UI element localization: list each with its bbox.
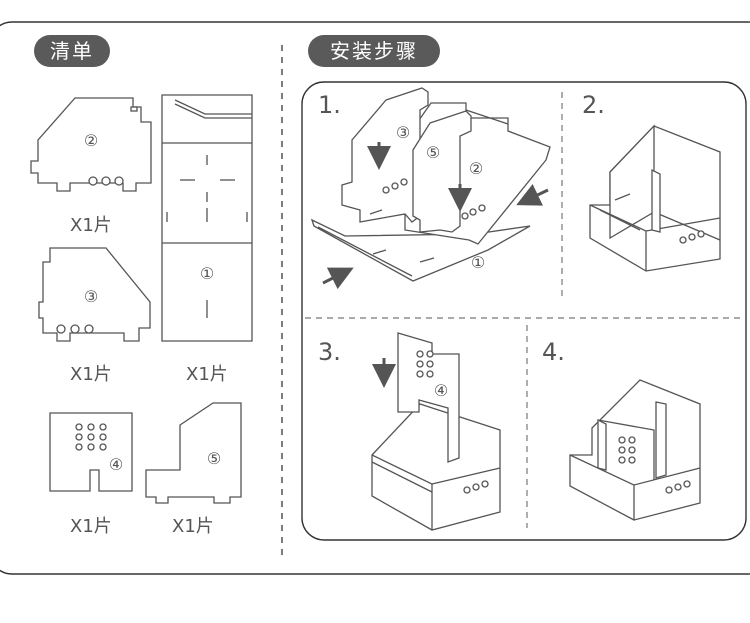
step-1-arrow-right — [516, 184, 549, 206]
part-4-quantity: X1片 — [70, 516, 112, 537]
step-1-arrow-left — [322, 267, 354, 290]
step-1-callout-3: ③ — [396, 123, 410, 142]
steps-section-title: 安装步骤 — [308, 35, 440, 67]
part-1-callout: ① — [200, 264, 214, 283]
step-3-drawing — [371, 332, 501, 531]
outer-frame — [0, 21, 750, 575]
step-2-number: 2. — [582, 91, 605, 119]
step-4-drawing — [569, 379, 701, 521]
step-1-callout-5: ⑤ — [426, 143, 440, 162]
part-4-drawing — [49, 412, 133, 492]
part-3-quantity: X1片 — [70, 364, 112, 385]
parts-section-title: 清单 — [34, 35, 110, 67]
part-2-drawing — [30, 97, 152, 192]
part-5-drawing — [145, 402, 242, 504]
step-3-callout-4: ④ — [434, 381, 448, 400]
part-3-drawing — [38, 247, 151, 342]
part-5-quantity: X1片 — [172, 516, 214, 537]
step-1-drawing — [310, 87, 551, 282]
step-1-callout-1: ① — [471, 253, 485, 272]
part-2-callout: ② — [84, 131, 98, 150]
part-1-quantity: X1片 — [186, 364, 228, 385]
step-1-callout-2: ② — [469, 159, 483, 178]
step-1-number: 1. — [318, 91, 341, 119]
part-2-quantity: X1片 — [70, 215, 112, 236]
step-4-number: 4. — [542, 338, 565, 366]
part-4-callout: ④ — [109, 455, 123, 474]
steps-frame — [301, 81, 747, 541]
part-1-drawing — [161, 94, 253, 342]
part-5-callout: ⑤ — [207, 449, 221, 468]
part-3-callout: ③ — [84, 287, 98, 306]
step-2-drawing — [589, 124, 721, 272]
step-3-number: 3. — [318, 338, 341, 366]
